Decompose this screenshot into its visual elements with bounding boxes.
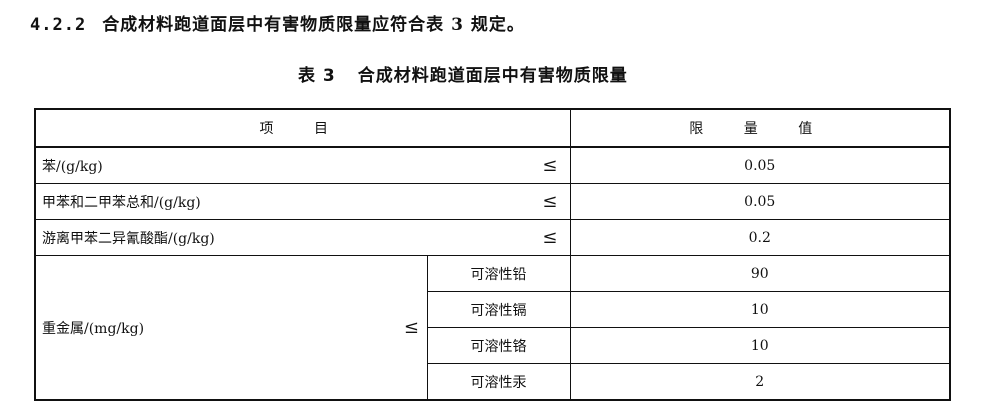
row-value: 0.05 <box>569 146 951 184</box>
table-row: 游离甲苯二异氰酸酯/(g/kg) ≤ 0.2 <box>34 219 951 256</box>
table-row: 可溶性汞 2 <box>35 363 951 401</box>
row-operator: ≤ <box>423 146 571 184</box>
table-row: 可溶性铬 10 <box>35 327 951 364</box>
subrow-value: 2 <box>569 363 951 401</box>
header-item: 项 目 <box>34 108 571 148</box>
table-row: 可溶性镉 10 <box>35 291 951 328</box>
subrow-name: 可溶性铬 <box>426 327 571 364</box>
subrow-value: 10 <box>569 327 951 364</box>
table-title: 合成材料跑道面层中有害物质限量 <box>357 66 628 86</box>
row-value: 0.2 <box>569 219 951 256</box>
clause-4-2-2: 4.2.2 合成材料跑道面层中有害物质限量应符合表 3 规定。 <box>30 10 525 35</box>
heavy-metal-item: 重金属/(mg/kg) ≤ <box>34 255 423 401</box>
table-header-row: 项 目 限 量 值 <box>34 108 951 148</box>
row-item: 游离甲苯二异氰酸酯/(g/kg) <box>34 219 423 256</box>
table-row: 重金属/(mg/kg) ≤ 可溶性铅 90 <box>34 255 951 401</box>
table-number: 表 3 <box>298 66 336 86</box>
subrow-name: 可溶性铅 <box>426 255 571 292</box>
subrow-value: 10 <box>569 291 951 328</box>
clause-text: 合成材料跑道面层中有害物质限量应符合表 3 规定。 <box>102 15 525 35</box>
clause-number: 4.2.2 <box>30 15 87 35</box>
row-item: 苯/(g/kg) <box>34 146 423 184</box>
heavy-metal-label: 重金属/(mg/kg) <box>42 320 145 337</box>
header-limit: 限 量 值 <box>569 108 951 148</box>
limits-table: 项 目 限 量 值 苯/(g/kg) ≤ 0.05 甲苯和二甲苯总和/(g/kg… <box>34 108 951 401</box>
table-row: 苯/(g/kg) ≤ 0.05 <box>34 146 951 184</box>
heavy-metal-operator: ≤ <box>403 317 419 338</box>
row-operator: ≤ <box>423 219 571 256</box>
table-caption: 表 3 合成材料跑道面层中有害物质限量 <box>298 61 628 86</box>
row-item: 甲苯和二甲苯总和/(g/kg) <box>34 183 423 220</box>
table-row: 甲苯和二甲苯总和/(g/kg) ≤ 0.05 <box>34 183 951 220</box>
subrow-name: 可溶性汞 <box>426 363 571 401</box>
row-value: 0.05 <box>569 183 951 220</box>
row-operator: ≤ <box>423 183 571 220</box>
subrow-name: 可溶性镉 <box>426 291 571 328</box>
subrow-value: 90 <box>569 255 951 292</box>
